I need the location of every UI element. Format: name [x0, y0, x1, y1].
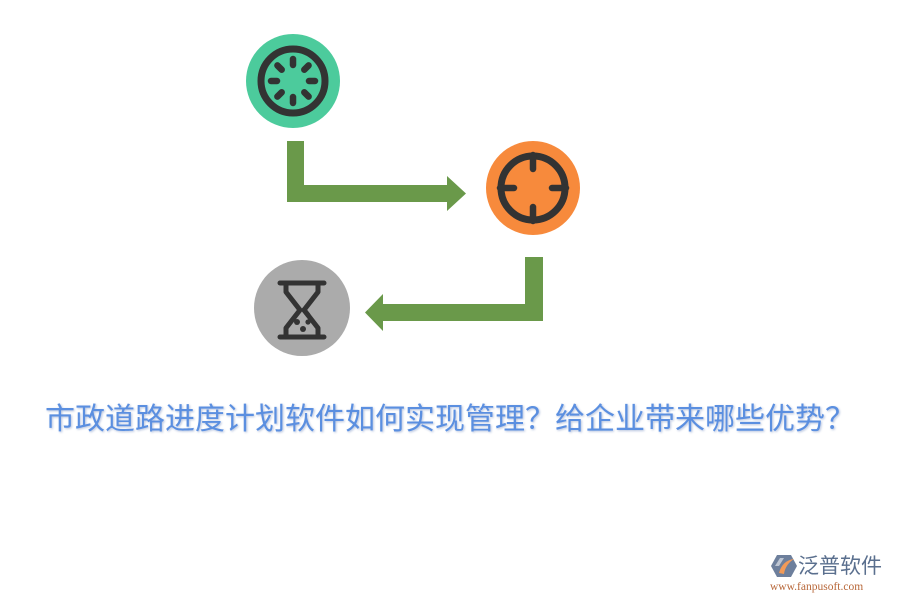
elbow-arrow-right-icon: [287, 141, 466, 211]
step-1-node: [246, 34, 340, 128]
step-3-node: [254, 260, 350, 356]
step-2-node: [486, 141, 580, 235]
elbow-arrow-left-icon: [365, 257, 543, 331]
fanpu-logo-icon: [771, 555, 797, 577]
page-title: 市政道路进度计划软件如何实现管理？给企业带来哪些优势？: [0, 398, 900, 442]
crosshair-target-icon: [496, 151, 570, 225]
brand-logo: 泛普软件 www.fanpusoft.com: [770, 552, 895, 597]
hourglass-icon: [277, 280, 327, 340]
loading-spinner-icon: [257, 45, 329, 117]
title-text: 市政道路进度计划软件如何实现管理？给企业带来哪些优势？: [45, 402, 855, 437]
brand-name: 泛普软件: [798, 554, 882, 578]
brand-url: www.fanpusoft.com: [770, 581, 864, 593]
